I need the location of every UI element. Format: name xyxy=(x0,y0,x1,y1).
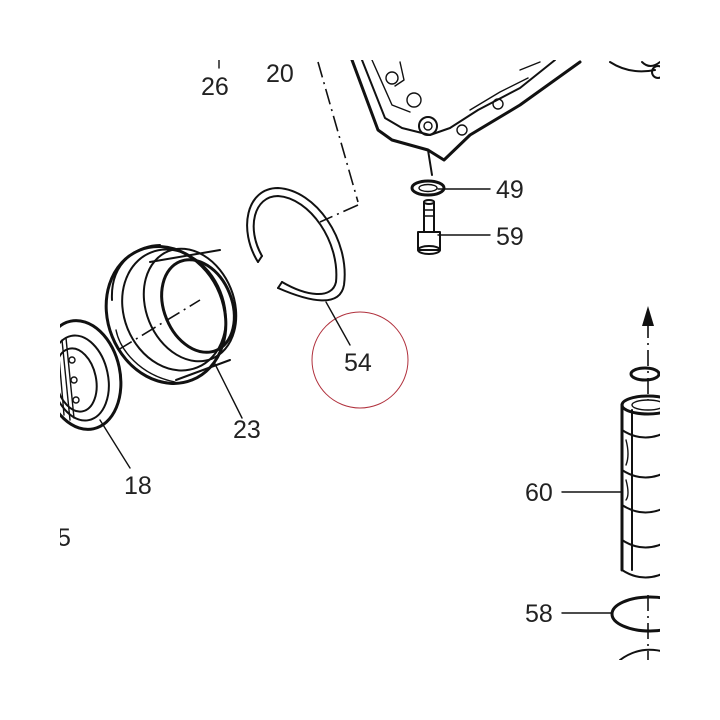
center-axis-line xyxy=(317,61,359,203)
callout-58: 58 xyxy=(525,600,553,628)
seal-ring-part xyxy=(410,179,446,197)
callout-23: 23 xyxy=(233,416,261,444)
bearing-sleeve-part xyxy=(104,244,238,385)
callout-59: 59 xyxy=(496,223,524,251)
callout-49: 49 xyxy=(496,176,524,204)
callout-18: 18 xyxy=(124,472,152,500)
callout-60: 60 xyxy=(525,479,553,507)
callout-5: 5 xyxy=(57,524,71,552)
callout-54: 54 xyxy=(344,349,372,377)
callout-20: 20 xyxy=(266,60,294,88)
leader-lines xyxy=(99,57,623,614)
fitting-part xyxy=(417,199,441,255)
housing-casting xyxy=(350,58,665,176)
callout-26: 26 xyxy=(201,73,229,101)
highlight-circle xyxy=(311,311,409,409)
snap-ring-part xyxy=(246,187,346,302)
